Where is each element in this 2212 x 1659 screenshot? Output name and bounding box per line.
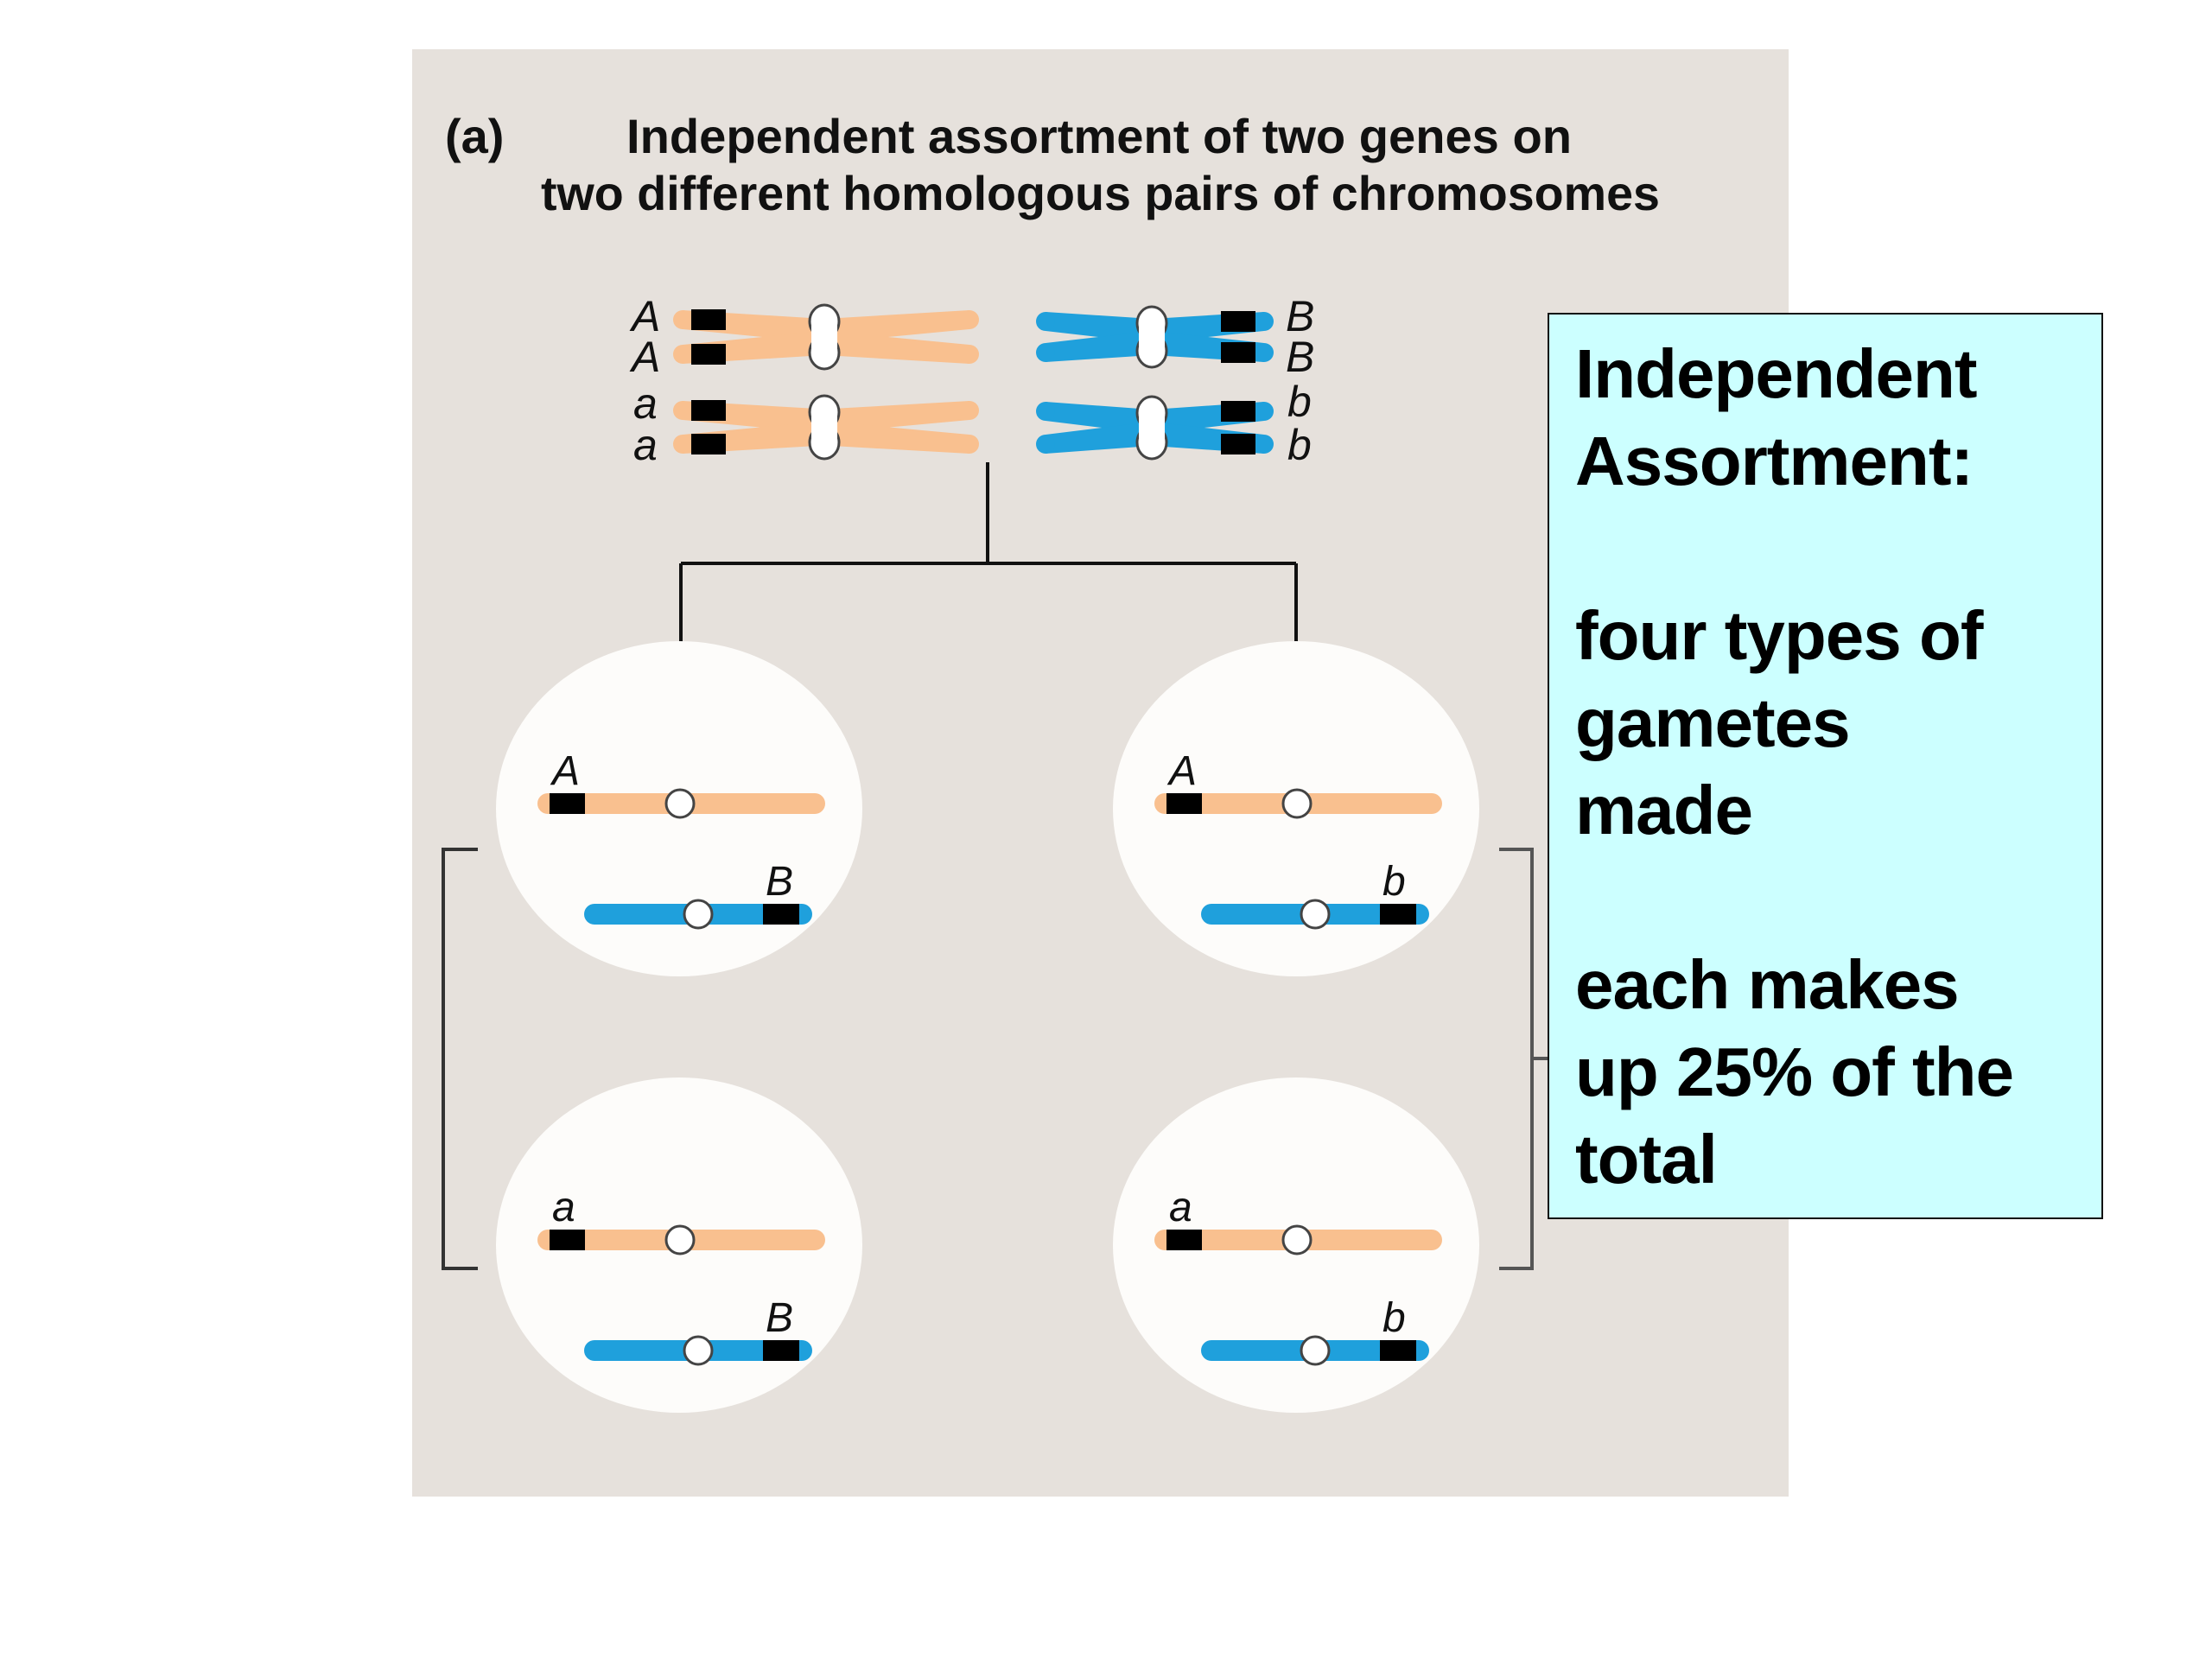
chromatid-tip — [960, 435, 979, 454]
title-line-1: Independent assortment of two genes on — [626, 109, 1572, 163]
gene-label-a2: a — [633, 421, 658, 469]
chromatid-tip — [1255, 435, 1274, 454]
gamete-bottom-right: ab — [1113, 1077, 1479, 1413]
gamete-label-gene-2: b — [1382, 1295, 1406, 1341]
chromatid-tip — [1036, 402, 1055, 421]
gamete-top-right: Ab — [1113, 641, 1479, 976]
chromosome-a-lower — [673, 394, 979, 461]
chromatid-tip — [1255, 312, 1274, 331]
callout-heading: Independent Assortment: — [1575, 335, 1978, 499]
gene-label-b2: b — [1287, 421, 1312, 469]
chromosome-b-lower — [1036, 395, 1274, 461]
gene-band-A — [1166, 1230, 1202, 1250]
panel-label: (a) — [445, 109, 504, 163]
gamete-label-gene-1: a — [552, 1185, 575, 1230]
chromatid-tip — [960, 345, 979, 364]
centromere — [683, 1335, 714, 1366]
centromere — [683, 899, 714, 930]
gene-band — [1221, 342, 1255, 363]
gene-band — [691, 344, 726, 365]
gamete-label-gene-1: A — [550, 748, 580, 794]
gene-label-a1: a — [633, 379, 658, 428]
centromere — [1300, 1335, 1331, 1366]
chromatid-tip — [1036, 312, 1055, 331]
chromosome-B-upper — [1036, 305, 1274, 369]
chromatid-arm — [824, 421, 969, 454]
gamete-label-gene-1: a — [1169, 1185, 1192, 1230]
gene-band-B — [1380, 1340, 1416, 1361]
gene-label-b1: b — [1287, 378, 1312, 426]
gamete-bottom-left: aB — [496, 1077, 862, 1413]
gamete-label-gene-2: b — [1382, 859, 1406, 905]
chromosome-pair-B — [1036, 305, 1274, 461]
chromatid-tip — [1255, 402, 1274, 421]
gamete-top-left: AB — [496, 641, 862, 976]
centromere-fill — [1139, 323, 1165, 351]
left-bracket — [442, 848, 478, 1270]
chromatid-arm — [1046, 422, 1152, 454]
gene-band — [691, 400, 726, 421]
callout-point-frequency: each makes up 25% of the total — [1575, 946, 2014, 1198]
title-line-2: two different homologous pairs of chromo… — [541, 166, 1660, 220]
centromere — [664, 1224, 696, 1255]
chromosome-pair-A — [673, 303, 979, 461]
gamete-label-gene-2: B — [766, 1295, 793, 1341]
centromere — [1281, 1224, 1313, 1255]
gene-band — [691, 434, 726, 454]
chromatid-tip — [673, 345, 692, 364]
gene-label-B2: B — [1286, 333, 1314, 381]
gene-label-A2: A — [629, 333, 660, 381]
gene-band — [1221, 401, 1255, 422]
chromatid-tip — [1036, 435, 1055, 454]
callout-box: Independent Assortment: four types of ga… — [1548, 313, 2103, 1219]
centromere-fill — [811, 412, 837, 442]
chromatid-tip — [960, 310, 979, 329]
gene-label-A1: A — [629, 292, 660, 340]
centromere — [1281, 788, 1313, 819]
chromatid-tip — [1255, 343, 1274, 362]
chromosome-A-upper — [673, 303, 979, 371]
gene-band-B — [763, 1340, 799, 1361]
centromere-fill — [1139, 413, 1165, 442]
gene-band — [691, 309, 726, 330]
gene-band — [1221, 311, 1255, 332]
chromatid-tip — [673, 435, 692, 454]
chromatid-tip — [1036, 343, 1055, 362]
centromere — [664, 788, 696, 819]
gene-band-A — [1166, 793, 1202, 814]
gene-band-A — [550, 1230, 585, 1250]
chromatid-tip — [673, 310, 692, 329]
chromatid-arm — [1046, 331, 1152, 362]
centromere — [1300, 899, 1331, 930]
centromere-fill — [811, 321, 837, 353]
chromatid-tip — [960, 401, 979, 420]
gene-band-B — [763, 904, 799, 925]
chromatid-arm — [824, 331, 969, 364]
gene-label-B1: B — [1286, 292, 1314, 340]
right-bracket — [1499, 848, 1548, 1270]
gamete-label-gene-1: A — [1166, 748, 1197, 794]
callout-point-types: four types of gametes made — [1575, 597, 1983, 849]
gene-band-B — [1380, 904, 1416, 925]
gene-band-A — [550, 793, 585, 814]
gene-band — [1221, 434, 1255, 454]
chromatid-tip — [673, 401, 692, 420]
gamete-label-gene-2: B — [766, 859, 793, 905]
